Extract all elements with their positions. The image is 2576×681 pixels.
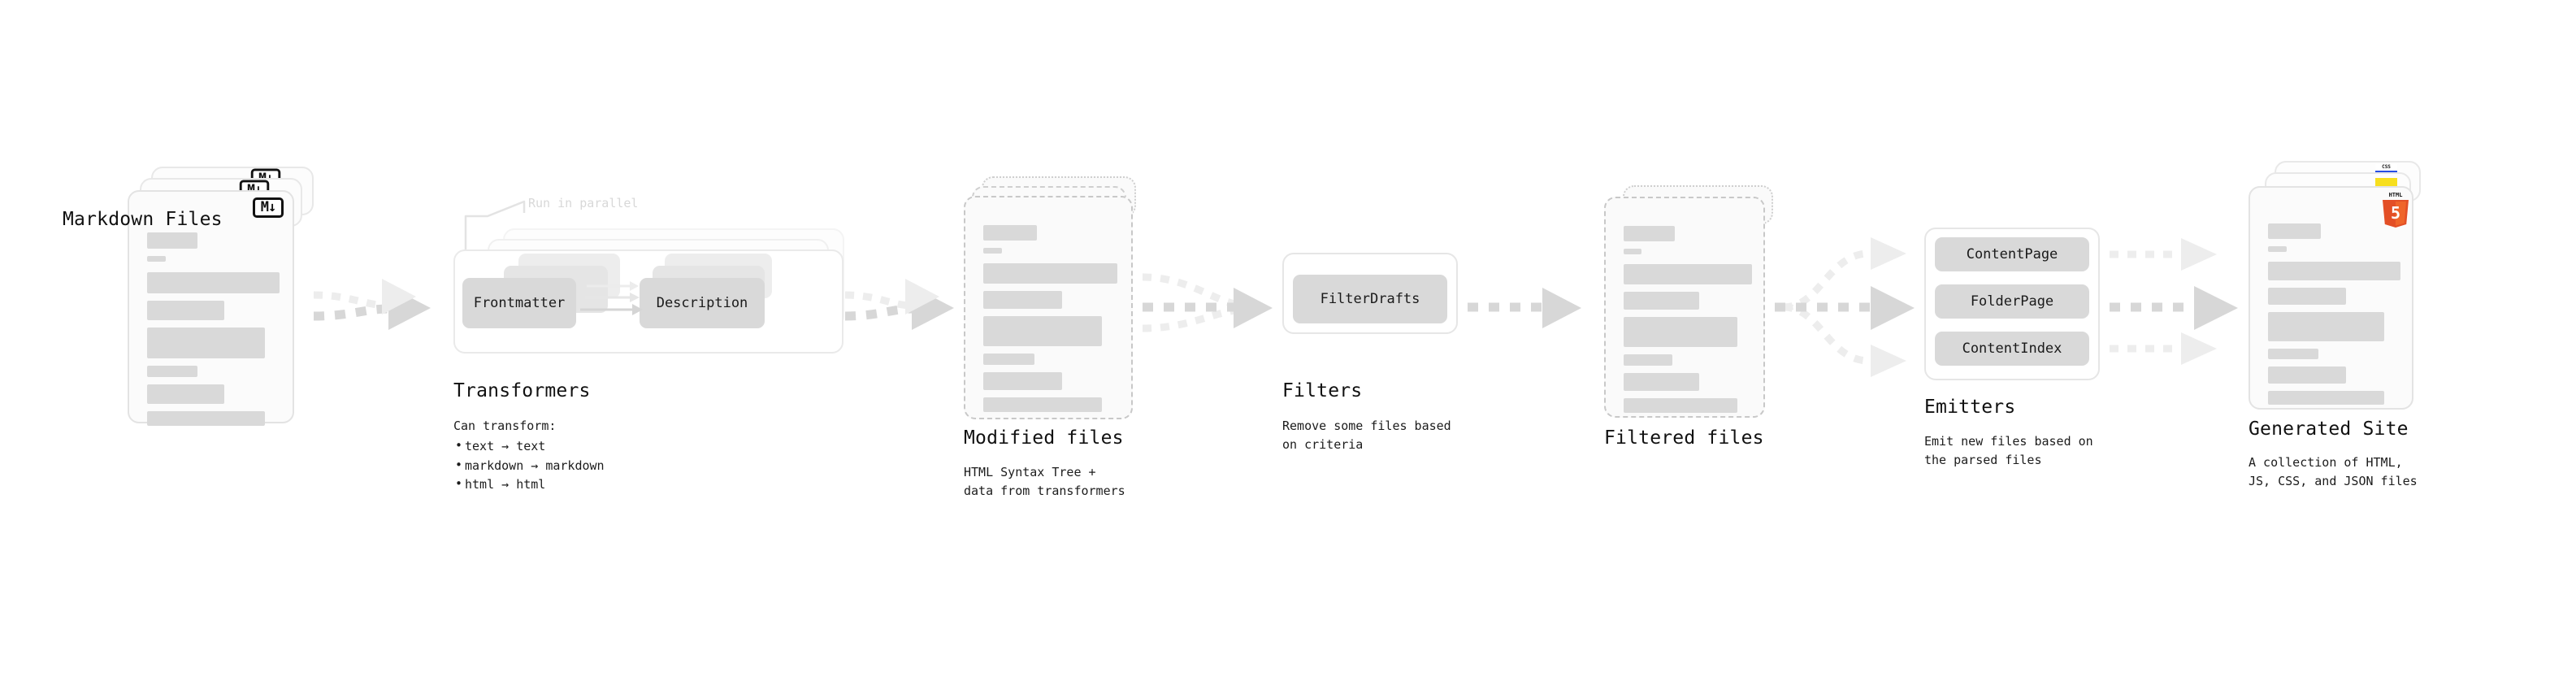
doc-bar	[147, 411, 265, 426]
doc-bar	[1624, 249, 1641, 254]
doc-bar	[2268, 367, 2346, 384]
generated-site-description: A collection of HTML, JS, CSS, and JSON …	[2249, 455, 2418, 489]
site-doc-bars	[2268, 223, 2400, 412]
doc-bar	[147, 272, 280, 293]
generated-site-caption: Generated Site	[2249, 419, 2409, 440]
html5-icon: HTML 5	[2379, 190, 2410, 228]
transformers-detail-list: Can transform: text → text markdown → ma…	[453, 417, 605, 494]
filters-caption: Filters	[1282, 380, 1363, 401]
doc-bar	[2268, 262, 2400, 280]
markdown-doc-bars	[147, 232, 280, 433]
connector-transformers-to-modified	[844, 279, 954, 330]
connector-markdown-to-transformers	[313, 279, 431, 330]
doc-bar	[1624, 354, 1672, 366]
doc-bar	[983, 397, 1102, 412]
connector-filtered-to-emitters	[1775, 237, 1915, 377]
emitters-caption: Emitters	[1924, 397, 2016, 418]
modified-file-card-front	[964, 196, 1133, 419]
doc-bar	[2268, 312, 2384, 341]
svg-text:HTML: HTML	[2389, 192, 2403, 198]
transformers-list-item: markdown → markdown	[453, 455, 605, 475]
filters-chip-filterdrafts[interactable]: FilterDrafts	[1293, 275, 1447, 323]
site-file-card-front	[2249, 186, 2413, 410]
doc-bar	[983, 248, 1002, 254]
connector-emitters-to-site	[2110, 238, 2238, 365]
filtered-doc-bars	[1624, 226, 1752, 420]
emitters-chip-contentpage[interactable]: ContentPage	[1935, 237, 2089, 271]
doc-bar	[983, 263, 1117, 284]
transformers-list-header: Can transform:	[453, 419, 557, 433]
doc-bar	[147, 366, 197, 377]
filters-description: Remove some files based on criteria	[1282, 419, 1451, 453]
doc-bar	[2268, 246, 2287, 252]
doc-bar	[147, 384, 224, 404]
css-icon-label: CSS	[2382, 164, 2391, 170]
doc-bar	[147, 256, 166, 262]
emitters-chip-contentindex[interactable]: ContentIndex	[1935, 332, 2089, 366]
filtered-file-card-front	[1604, 197, 1765, 418]
emitters-description: Emit new files based on the parsed files	[1924, 434, 2093, 468]
doc-bar	[983, 291, 1062, 309]
doc-bar	[1624, 264, 1752, 284]
doc-bar	[1624, 226, 1675, 241]
doc-bar	[983, 354, 1034, 365]
connector-filters-to-filtered	[1468, 288, 1581, 328]
doc-bar	[1624, 373, 1699, 391]
filtered-files-caption: Filtered files	[1604, 427, 1764, 449]
doc-bar	[147, 327, 265, 358]
doc-bar	[1624, 398, 1737, 413]
doc-bar	[983, 316, 1102, 346]
doc-bar	[147, 232, 197, 249]
markdown-files-caption: Markdown Files	[63, 209, 223, 230]
transformers-list-item: text → text	[453, 436, 605, 456]
doc-bar	[2268, 288, 2346, 305]
doc-bar	[147, 301, 224, 320]
modified-files-caption: Modified files	[964, 427, 1124, 449]
markdown-badge-front: M↓	[253, 197, 284, 218]
doc-bar	[2268, 349, 2318, 359]
transformer-chip-frontmatter[interactable]: Frontmatter	[462, 278, 576, 328]
modified-doc-bars	[983, 225, 1117, 419]
svg-text:5: 5	[2391, 203, 2400, 223]
doc-bar	[2268, 223, 2321, 239]
markdown-file-card-front	[128, 190, 294, 426]
doc-bar	[1624, 292, 1699, 310]
connector-modified-to-filters	[1142, 273, 1273, 332]
transformer-chip-description[interactable]: Description	[640, 278, 765, 328]
doc-bar	[2268, 391, 2384, 405]
transformers-list-item: html → html	[453, 475, 605, 494]
annotation-run-in-parallel: Run in parallel	[528, 196, 639, 210]
doc-bar	[983, 225, 1037, 241]
emitters-chip-folderpage[interactable]: FolderPage	[1935, 284, 2089, 319]
modified-files-description: HTML Syntax Tree + data from transformer…	[964, 465, 1125, 499]
doc-bar	[1624, 317, 1737, 347]
doc-bar	[983, 372, 1062, 390]
transformers-caption: Transformers	[453, 380, 591, 401]
